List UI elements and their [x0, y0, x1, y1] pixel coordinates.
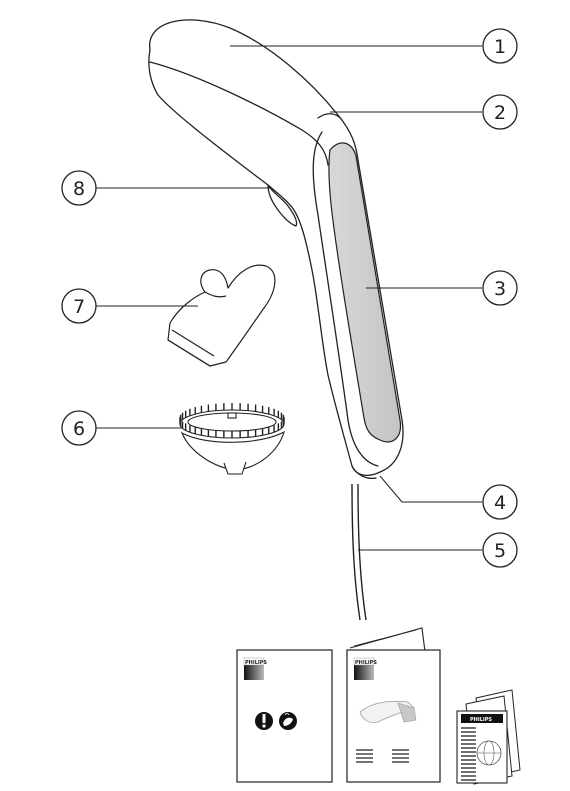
brand-label: PHILIPS — [245, 660, 267, 666]
callout-6: 6 — [61, 410, 97, 446]
glove-cuff — [167, 329, 215, 367]
glove — [167, 264, 276, 367]
callout-5: 5 — [482, 532, 518, 568]
callout-number-3: 3 — [494, 278, 506, 300]
callout-number-1: 1 — [494, 36, 506, 58]
steamer — [148, 19, 404, 480]
brush-bristles — [179, 403, 285, 438]
callout-2: 2 — [482, 94, 518, 130]
callout-lines — [96, 45, 482, 551]
document-leaflet: PHILIPS — [456, 689, 521, 785]
glove-outline — [167, 264, 276, 367]
callout-number-2: 2 — [494, 102, 506, 124]
manual-text-lines — [356, 749, 409, 763]
leaflet-text-lines — [461, 727, 476, 781]
callout-7: 7 — [61, 288, 97, 324]
callout-number-4: 4 — [494, 492, 506, 514]
manual-brand-label: PHILIPS — [355, 660, 377, 666]
document-manual: PHILIPS — [346, 627, 441, 783]
brush-nozzle — [223, 461, 247, 475]
steamer-body-ridge — [149, 61, 329, 166]
callout-circles: 1 2 3 4 5 6 7 8 — [61, 28, 518, 568]
document-safety: PHILIPS — [236, 649, 333, 783]
callout-line-4 — [379, 475, 482, 503]
glove-thumb-seam — [204, 291, 227, 298]
steamer-bottom-nozzle — [351, 465, 377, 480]
steamer-top-edge — [317, 113, 343, 121]
power-cord — [351, 483, 367, 621]
callout-3: 3 — [482, 270, 518, 306]
callout-1: 1 — [482, 28, 518, 64]
leaflet-brand-label: PHILIPS — [470, 717, 492, 723]
steamer-trigger — [267, 184, 298, 227]
brush-clip — [227, 412, 237, 419]
callout-number-6: 6 — [73, 418, 85, 440]
callout-8: 8 — [61, 170, 97, 206]
callout-number-5: 5 — [494, 540, 506, 562]
brush-attachment — [179, 403, 285, 475]
handle-panel — [328, 142, 402, 443]
callout-number-7: 7 — [73, 296, 85, 318]
brush-base — [180, 430, 285, 471]
steamer-front-contour — [312, 131, 379, 467]
callout-number-8: 8 — [73, 178, 85, 200]
callout-4: 4 — [482, 484, 518, 520]
leaflet-header-block — [461, 714, 503, 723]
